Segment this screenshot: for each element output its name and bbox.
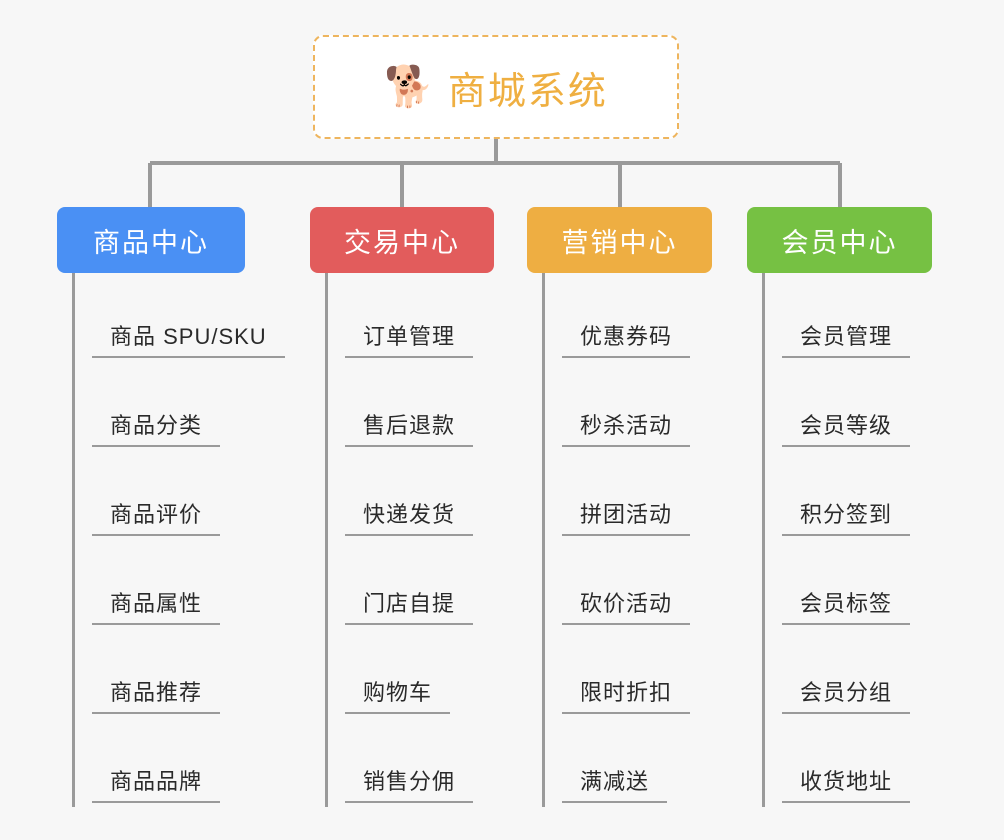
list-item-label: 限时折扣 [562,675,691,714]
list-item-label: 订单管理 [345,319,474,358]
list-item[interactable]: 销售分佣 [345,718,494,807]
list-item[interactable]: 秒杀活动 [562,362,712,451]
list-item[interactable]: 拼团活动 [562,451,712,540]
list-item[interactable]: 商品属性 [92,540,285,629]
list-item-label: 优惠券码 [562,319,691,358]
list-item-label: 销售分佣 [345,764,474,803]
list-item-label: 会员管理 [782,319,911,358]
category-label: 商品中心 [93,227,209,258]
list-item-label: 商品品牌 [92,764,221,803]
list-item-label: 积分签到 [782,497,911,536]
category-label: 营销中心 [561,227,678,258]
category-box-member-center[interactable]: 会员中心 [747,207,932,273]
list-item-label: 商品 SPU/SKU [92,319,285,358]
list-item-label: 商品分类 [92,408,221,447]
list-item[interactable]: 商品评价 [92,451,285,540]
list-item-label: 商品推荐 [92,675,221,714]
category-box-trade-center[interactable]: 交易中心 [310,207,494,273]
list-item[interactable]: 会员分组 [782,629,932,718]
item-list-product-center: 商品 SPU/SKU 商品分类 商品评价 商品属性 商品推荐 商品品牌 [72,273,285,807]
branch-column-trade-center: 交易中心 订单管理 售后退款 快递发货 门店自提 购物车 销售分佣 [310,207,494,807]
list-item-label: 购物车 [345,675,451,714]
list-item[interactable]: 优惠券码 [562,273,712,362]
root-node[interactable]: 🐕 商城系统 [313,35,679,139]
category-box-marketing-center[interactable]: 营销中心 [527,207,712,273]
list-item[interactable]: 商品 SPU/SKU [92,273,285,362]
list-item[interactable]: 会员管理 [782,273,932,362]
list-item[interactable]: 商品分类 [92,362,285,451]
category-box-product-center[interactable]: 商品中心 [57,207,245,273]
list-item[interactable]: 会员等级 [782,362,932,451]
list-item-label: 秒杀活动 [562,408,691,447]
item-list-marketing-center: 优惠券码 秒杀活动 拼团活动 砍价活动 限时折扣 满减送 [542,273,712,807]
list-item-label: 门店自提 [345,586,474,625]
list-item-label: 售后退款 [345,408,474,447]
list-item[interactable]: 门店自提 [345,540,494,629]
root-title: 商城系统 [447,70,608,113]
list-item[interactable]: 满减送 [562,718,712,807]
branch-column-product-center: 商品中心 商品 SPU/SKU 商品分类 商品评价 商品属性 商品推荐 商品品牌 [57,207,285,807]
list-item-label: 商品评价 [92,497,221,536]
branch-column-marketing-center: 营销中心 优惠券码 秒杀活动 拼团活动 砍价活动 限时折扣 满减送 [527,207,712,807]
list-item-label: 拼团活动 [562,497,691,536]
list-item-label: 会员等级 [782,408,911,447]
item-list-member-center: 会员管理 会员等级 积分签到 会员标签 会员分组 收货地址 [762,273,932,807]
list-item-label: 砍价活动 [562,586,691,625]
list-item[interactable]: 积分签到 [782,451,932,540]
list-item[interactable]: 商品推荐 [92,629,285,718]
list-item-label: 满减送 [562,764,668,803]
list-item-label: 会员分组 [782,675,911,714]
list-item-label: 会员标签 [782,586,911,625]
list-item[interactable]: 收货地址 [782,718,932,807]
list-item[interactable]: 商品品牌 [92,718,285,807]
shiba-dog-face-icon: 🐕 [384,65,434,109]
list-item[interactable]: 限时折扣 [562,629,712,718]
list-item[interactable]: 购物车 [345,629,494,718]
list-item[interactable]: 砍价活动 [562,540,712,629]
list-item[interactable]: 会员标签 [782,540,932,629]
category-label: 交易中心 [344,227,460,258]
list-item-label: 快递发货 [345,497,474,536]
item-list-trade-center: 订单管理 售后退款 快递发货 门店自提 购物车 销售分佣 [325,273,494,807]
branch-column-member-center: 会员中心 会员管理 会员等级 积分签到 会员标签 会员分组 收货地址 [747,207,932,807]
list-item[interactable]: 订单管理 [345,273,494,362]
category-label: 会员中心 [781,227,898,258]
list-item-label: 商品属性 [92,586,221,625]
list-item[interactable]: 快递发货 [345,451,494,540]
list-item[interactable]: 售后退款 [345,362,494,451]
list-item-label: 收货地址 [782,764,911,803]
